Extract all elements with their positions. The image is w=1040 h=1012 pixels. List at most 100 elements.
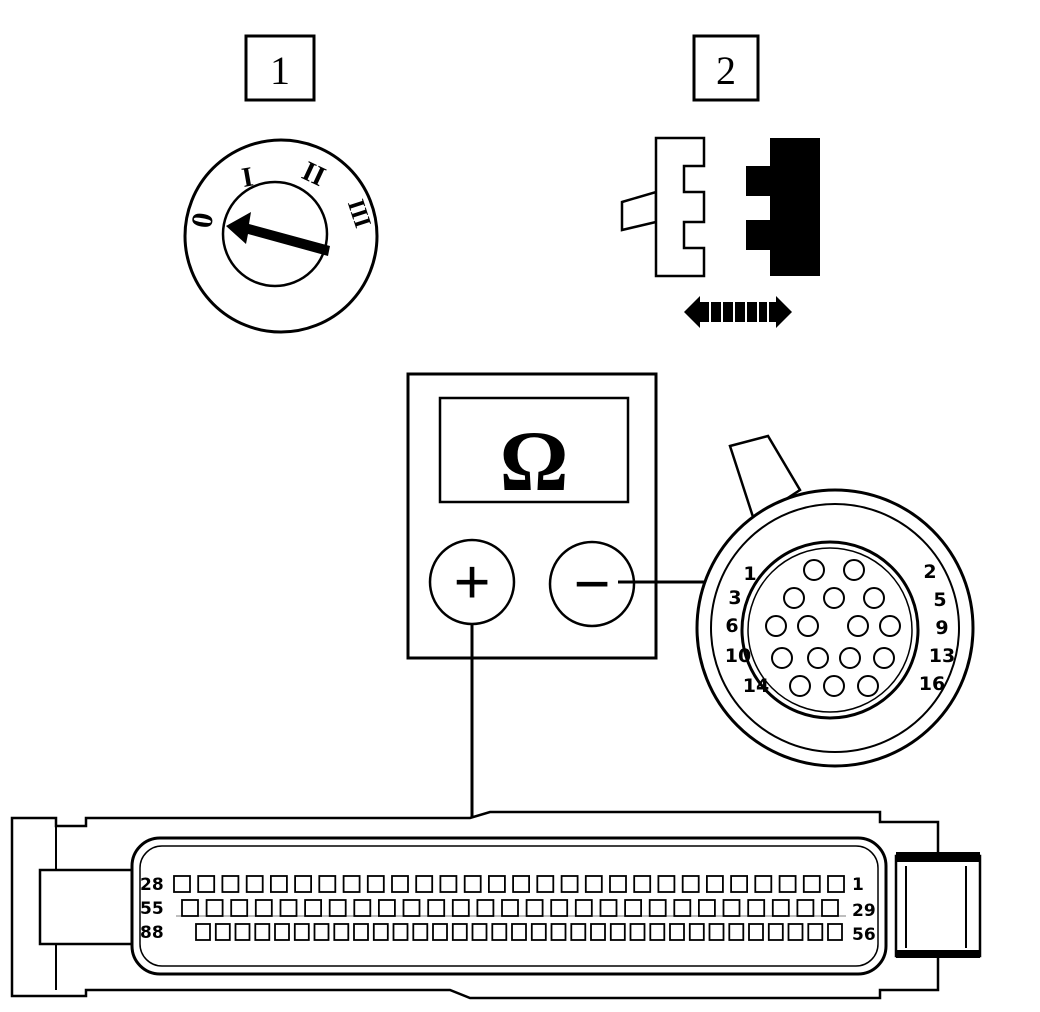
pin-label-10: 10	[725, 645, 751, 667]
ecu-pin-slot	[530, 923, 547, 941]
ecu-pin-slot	[195, 923, 211, 941]
ecu-pin-slot	[333, 923, 350, 941]
pin-label-5: 5	[933, 589, 946, 611]
ecu-pin-slot	[313, 923, 330, 941]
step-2-number: 2	[716, 48, 736, 93]
minus-icon: −	[573, 548, 611, 621]
ecu-pin-slot	[501, 899, 519, 917]
ecu-pin-slot	[487, 875, 506, 893]
pin-label-1: 1	[743, 563, 756, 585]
ecu-pin-slot	[471, 923, 488, 941]
pin-hole	[797, 615, 819, 637]
ecu-pin-slot	[214, 923, 231, 941]
ecu-row3-right-label: 56	[852, 925, 876, 945]
pin-hole	[857, 675, 879, 697]
ecu-pin-slot	[560, 875, 579, 893]
round-connector: 1 2 3 5 6 9 10 13 14 16	[695, 434, 975, 768]
ecu-pin-slot	[392, 923, 409, 941]
ecu-pin-slot	[673, 899, 692, 917]
ecu-pin-slot	[181, 899, 199, 917]
pin-label-2: 2	[923, 561, 936, 583]
ecu-pin-slot	[827, 923, 843, 941]
ecu-pin-slot	[221, 875, 240, 893]
ecu-pin-slot	[807, 923, 824, 941]
ecu-pin-slot	[796, 899, 815, 917]
ecu-pin-slot	[657, 875, 676, 893]
ecu-row2-right-label: 29	[852, 901, 876, 921]
pin-hole	[771, 647, 793, 669]
pin-label-3: 3	[728, 587, 741, 609]
ecu-row1-right-label: 1	[852, 875, 864, 895]
step-2-box: 2	[692, 34, 760, 102]
ecu-pin-slot	[525, 899, 544, 917]
ecu-pin-slot	[366, 875, 385, 893]
ecu-row2-left-label: 55	[140, 899, 164, 919]
connector-pin-holes	[765, 559, 901, 697]
ecu-pin-slot	[279, 899, 298, 917]
ecu-pin-slot	[681, 875, 700, 893]
pin-hole	[879, 615, 901, 637]
ecu-pin-slot	[234, 923, 251, 941]
ecu-pin-slot	[590, 923, 606, 941]
ecu-pin-slot	[451, 899, 470, 917]
pin-hole	[789, 675, 811, 697]
pin-hole	[765, 615, 787, 637]
double-arrow-icon	[684, 296, 792, 328]
pin-hole	[803, 559, 825, 581]
ecu-pin-slot	[802, 875, 821, 893]
ecu-pin-slot	[669, 923, 685, 941]
ecu-pin-slot	[570, 923, 587, 941]
ecu-pin-slot	[728, 923, 745, 941]
ecu-pin-slot	[205, 899, 224, 917]
ecu-pin-slot	[432, 923, 448, 941]
negative-terminal	[548, 540, 636, 628]
ecu-pin-slot	[708, 923, 725, 941]
ecu-pin-slot	[633, 875, 652, 893]
ecu-pin-slot	[254, 923, 271, 941]
ecu-pin-slot	[698, 899, 716, 917]
pin-hole	[823, 587, 845, 609]
ecu-pin-slot	[353, 899, 372, 917]
ecu-pin-slot	[821, 899, 839, 917]
ecu-pin-slot	[550, 923, 567, 941]
pin-hole	[823, 675, 845, 697]
position-0-label: 0	[185, 210, 220, 231]
ohmmeter-display	[438, 396, 630, 504]
ecu-pin-slot	[609, 923, 626, 941]
ecu-row1-left-label: 28	[140, 875, 164, 895]
ecu-pin-slot	[629, 923, 646, 941]
pin-hole	[873, 647, 895, 669]
ecu-pin-slot	[328, 899, 347, 917]
pin-label-9: 9	[935, 617, 948, 639]
ecu-pin-slot	[230, 899, 249, 917]
ecu-pin-slot	[415, 875, 434, 893]
ecu-connector: 28 55 88 1 29 56	[10, 810, 982, 1000]
ecu-pin-slot	[463, 875, 482, 893]
ecu-pin-slot	[294, 875, 313, 893]
pin-hole	[863, 587, 885, 609]
ecu-pin-slot	[512, 875, 530, 893]
ecu-pin-slot	[688, 923, 705, 941]
key-arrow-icon	[226, 212, 330, 256]
ecu-pin-slot	[318, 875, 337, 893]
pin-label-6: 6	[725, 615, 738, 637]
plus-icon: +	[453, 546, 491, 619]
ecu-pin-slot	[609, 875, 627, 893]
ecu-pin-slot	[748, 923, 764, 941]
ecu-pin-slot	[173, 875, 191, 893]
ecu-pin-slot	[648, 899, 667, 917]
pin-hole	[839, 647, 861, 669]
ecu-pin-slot	[342, 875, 361, 893]
ecu-pin-slot	[787, 923, 804, 941]
ecu-pin-slot	[476, 899, 495, 917]
ecu-pin-slot	[269, 875, 288, 893]
connector-disconnect-icon	[620, 136, 820, 328]
ecu-pin-slot	[353, 923, 369, 941]
position-I-label: I	[239, 161, 255, 193]
ecu-pin-grid	[173, 875, 845, 941]
ecu-pin-slot	[722, 899, 741, 917]
ecu-pin-slot	[245, 875, 264, 893]
ecu-pin-slot	[550, 899, 569, 917]
pin-hole	[847, 615, 869, 637]
